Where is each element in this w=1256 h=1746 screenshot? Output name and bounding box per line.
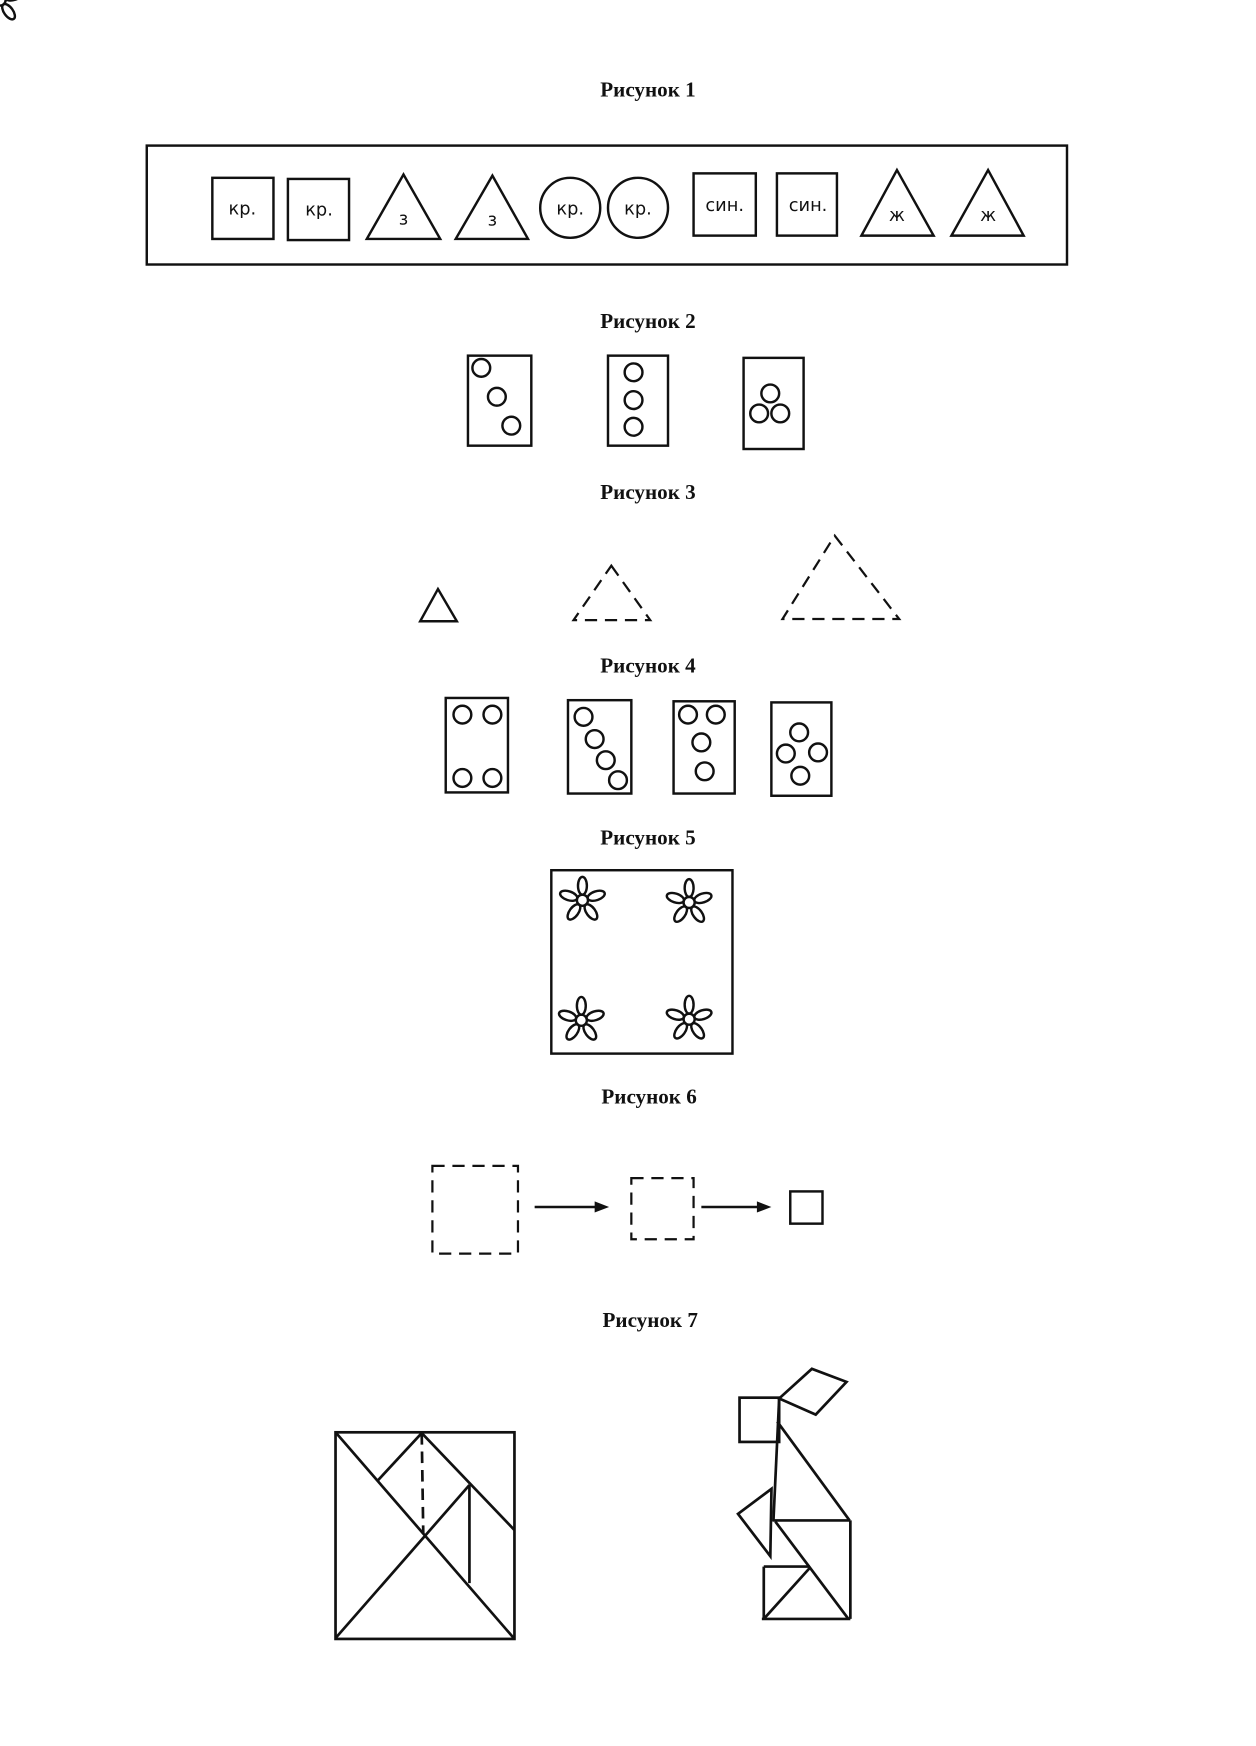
- shape-label: син.: [789, 195, 828, 216]
- dot-card: [466, 354, 533, 447]
- figure-2: [466, 354, 805, 451]
- large-dashed-triangle: [780, 533, 902, 621]
- dot-card: [566, 698, 633, 795]
- shape-label: з: [488, 210, 497, 231]
- shape-label: син.: [705, 195, 744, 216]
- triangle-shape: [364, 172, 443, 241]
- circle-shape: [538, 176, 602, 240]
- figure-6-title: Рисунок 6: [601, 1085, 696, 1109]
- shape-label: кр.: [624, 198, 652, 219]
- shape-label: кр.: [556, 198, 584, 219]
- circle-shape: [606, 176, 670, 240]
- small-triangle: [418, 586, 459, 623]
- tangram-square: [334, 1430, 516, 1641]
- square-shape: [692, 172, 758, 237]
- shape-label: кр.: [229, 198, 257, 219]
- napkin-square: [550, 868, 734, 1055]
- medium-dashed-triangle: [571, 563, 653, 622]
- figure-4-title: Рисунок 4: [600, 653, 696, 677]
- figure-1-frame: [145, 144, 1069, 266]
- shape-label: кр.: [305, 200, 333, 221]
- figure-5: [0, 0, 734, 1055]
- shape-label: з: [399, 209, 408, 230]
- dot-card: [606, 354, 670, 447]
- square-shape: [211, 176, 275, 241]
- figure-6: [431, 1164, 824, 1255]
- triangle-shape: [949, 167, 1026, 237]
- figure-7-title: Рисунок 7: [603, 1308, 699, 1332]
- flower-icon: [0, 0, 24, 21]
- small-square: [789, 1190, 824, 1225]
- square-shape: [775, 172, 839, 237]
- figure-4: [444, 696, 833, 797]
- square-shape: [286, 177, 351, 242]
- shape-label: ж: [980, 205, 996, 226]
- triangle-shape: [859, 167, 936, 237]
- large-dashed-square: [431, 1164, 520, 1255]
- dot-card: [672, 700, 736, 795]
- figure-5-title: Рисунок 5: [600, 826, 695, 850]
- dot-card: [770, 701, 833, 797]
- dot-card: [444, 696, 510, 794]
- figure-1-title: Рисунок 1: [600, 78, 695, 102]
- dot-card: [742, 356, 805, 451]
- tangram-rabbit: [736, 1367, 852, 1621]
- medium-dashed-square: [630, 1176, 695, 1241]
- figure-2-title: Рисунок 2: [600, 309, 695, 333]
- figure-1: кр. кр. з з кр. кр. син. син. ж ж: [145, 144, 1069, 266]
- triangle-shape: [453, 173, 531, 241]
- figure-7: [334, 1367, 852, 1641]
- shape-label: ж: [889, 205, 905, 226]
- figure-3: [418, 533, 902, 623]
- figure-3-title: Рисунок 3: [600, 480, 695, 504]
